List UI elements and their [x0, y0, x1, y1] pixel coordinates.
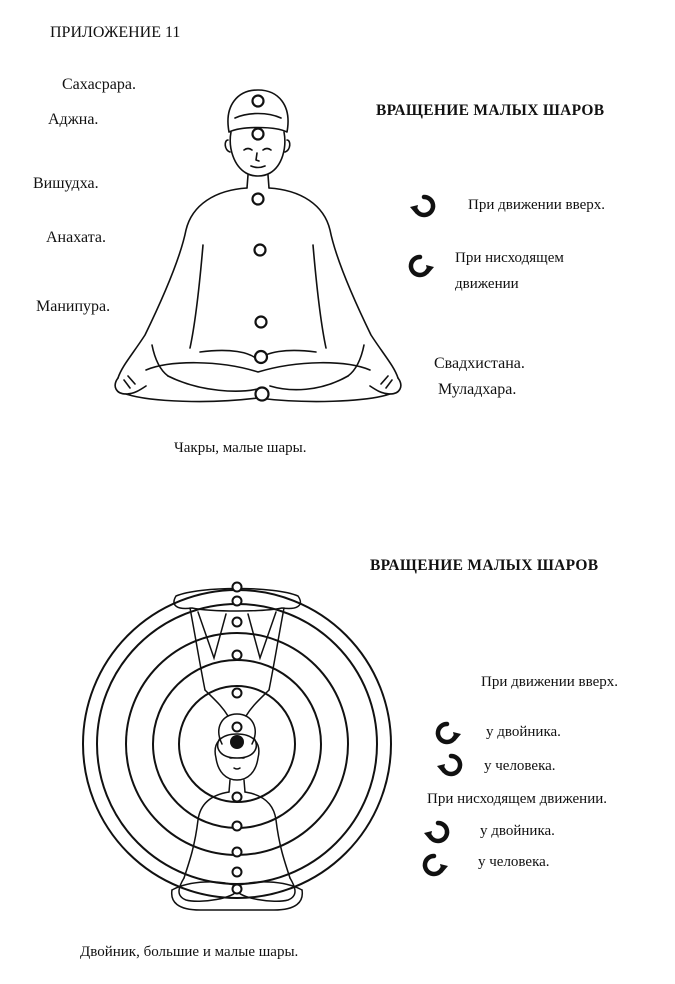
chakra-point	[231, 721, 243, 733]
appendix-title: ПРИЛОЖЕНИЕ 11	[50, 24, 181, 41]
label-ajna: Аджна.	[48, 111, 99, 128]
chakra-manipura	[254, 315, 268, 329]
chakra-point	[231, 791, 243, 803]
chakra-points-fig2	[231, 581, 243, 895]
label-muladhara: Муладхара.	[438, 381, 517, 398]
figure2-caption: Двойник, большие и малые шары.	[80, 944, 299, 960]
chakra-points-fig1	[251, 94, 270, 402]
chakra-sahasrara	[251, 94, 265, 108]
fig2-down-human-label: у человека.	[478, 854, 550, 870]
chakra-point	[231, 649, 243, 661]
chakra-svadhisthana	[253, 349, 269, 365]
chakra-point	[231, 581, 243, 593]
clockwise-arrow-icon	[424, 823, 447, 841]
chakra-point	[231, 866, 243, 878]
chakra-point	[231, 595, 243, 607]
legend-up-label: При движении вверх.	[468, 197, 605, 213]
fig2-up-human-label: у человека.	[484, 758, 556, 774]
counterclockwise-arrow-icon	[411, 257, 434, 275]
label-vishuddha: Вишудха.	[33, 175, 99, 192]
chakra-vishuddha	[251, 192, 265, 206]
chakra-anahata	[253, 243, 267, 257]
label-manipura: Манипура.	[36, 298, 111, 315]
label-svadhisthana: Свадхистана.	[434, 355, 525, 372]
fig2-up-double-label: у двойника.	[486, 724, 561, 740]
chakra-point	[231, 883, 243, 895]
chakra-point	[231, 820, 243, 832]
label-sahasrara: Сахасрара.	[62, 76, 136, 93]
fig2-down-double-label: у двойника.	[480, 823, 555, 839]
double-figure	[173, 587, 302, 759]
label-anahata: Анахата.	[46, 229, 106, 246]
clockwise-arrow-icon	[410, 197, 433, 215]
fig2-up-title: При движении вверх.	[481, 674, 618, 690]
fig2-down-title: При нисходящем движении.	[427, 791, 607, 807]
figure1-caption: Чакры, малые шары.	[174, 440, 307, 456]
chakra-ajna	[251, 127, 265, 141]
clockwise-arrow-icon	[437, 756, 460, 774]
legend-down-label-line2: движении	[455, 276, 519, 292]
chakra-muladhara	[254, 386, 270, 402]
chakra-point	[231, 687, 243, 699]
legend-down-label-line1: При нисходящем	[455, 250, 564, 266]
chakra-point	[231, 846, 243, 858]
human-figure	[170, 733, 304, 911]
figure2-heading: ВРАЩЕНИЕ МАЛЫХ ШАРОВ	[370, 557, 599, 574]
figure1-heading: ВРАЩЕНИЕ МАЛЫХ ШАРОВ	[376, 102, 605, 119]
counterclockwise-arrow-icon	[438, 724, 461, 742]
chakra-point	[231, 616, 243, 628]
central-crown-point	[230, 735, 244, 749]
counterclockwise-arrow-icon	[425, 856, 448, 874]
